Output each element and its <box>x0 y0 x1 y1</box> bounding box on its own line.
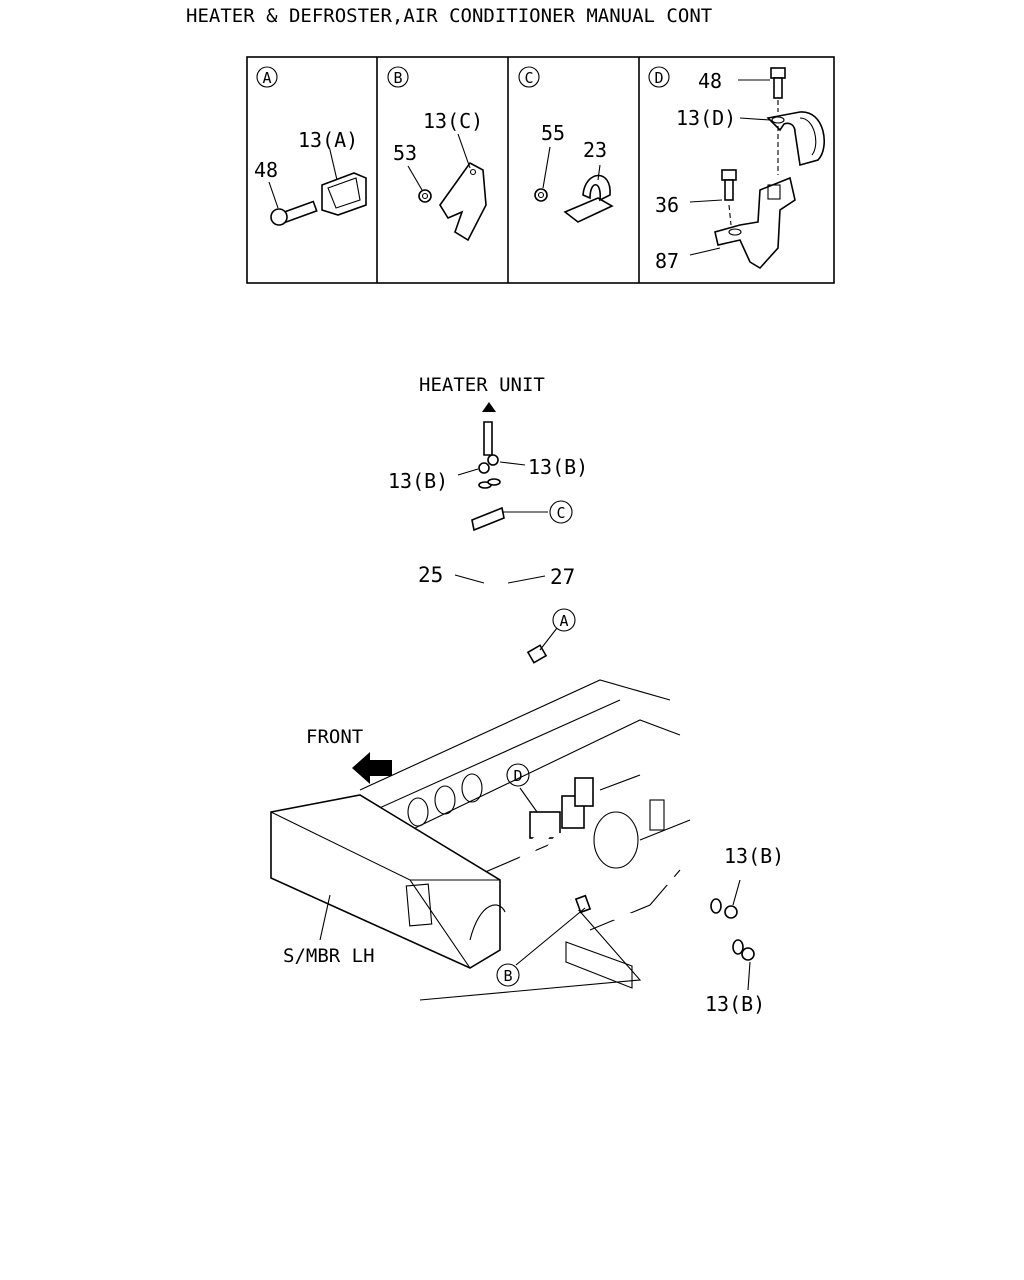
label-13a: 13(A) <box>298 128 358 152</box>
detail-panel-c: C 55 23 <box>518 66 614 223</box>
page-title: HEATER & DEFROSTER,AIR CONDITIONER MANUA… <box>186 5 712 27</box>
label-48-a: 48 <box>254 158 278 182</box>
front-arrow-icon <box>352 752 392 784</box>
panel-a-letter: A <box>262 69 271 87</box>
front-label: FRONT <box>306 726 363 748</box>
callout-13b-upper-right: 13(B) <box>528 455 588 479</box>
label-87: 87 <box>655 249 679 273</box>
heater-unit-arrow-head <box>482 402 496 412</box>
label-48-d: 48 <box>698 69 722 93</box>
panel-c-letter: C <box>524 69 533 87</box>
side-member-label: S/MBR LH <box>283 945 375 967</box>
label-13c: 13(C) <box>423 109 483 133</box>
label-55: 55 <box>541 121 565 145</box>
callout-13b-lower-right-2: 13(B) <box>705 992 765 1016</box>
callout-13b-lower-right-1: 13(B) <box>724 844 784 868</box>
detail-panels: A 13(A) 48 B 13(C) 53 <box>246 56 835 284</box>
ref-c: C <box>556 504 565 522</box>
callout-27: 27 <box>550 565 575 589</box>
detail-panel-d: D 48 13(D) 36 87 <box>648 66 826 273</box>
hose-pair: C 25 27 A <box>418 477 606 795</box>
side-member-leader <box>319 894 331 941</box>
detail-panel-b: B 13(C) 53 <box>387 66 487 242</box>
label-13d: 13(D) <box>676 106 736 130</box>
lower-hoses: 13(B) 13(B) B <box>496 830 784 1016</box>
label-23: 23 <box>583 138 607 162</box>
detail-panel-a: A 13(A) 48 <box>254 66 367 226</box>
heater-unit-label: HEATER UNIT <box>419 374 545 396</box>
detail-frame <box>246 56 835 284</box>
callout-13b-upper-left: 13(B) <box>388 469 448 493</box>
ref-b: B <box>503 967 512 985</box>
main-diagram: HEATER UNIT 13(B) 13(B) C 25 <box>270 374 784 1016</box>
callout-25: 25 <box>418 563 443 587</box>
label-53: 53 <box>393 141 417 165</box>
ref-d: D <box>513 767 522 785</box>
label-36: 36 <box>655 193 679 217</box>
top-clamps: 13(B) 13(B) <box>388 454 588 493</box>
frame-structure <box>270 679 691 1001</box>
panel-d-letter: D <box>654 69 663 87</box>
panel-b-letter: B <box>393 69 402 87</box>
heater-unit-arrow <box>483 421 493 456</box>
ref-a: A <box>559 612 568 630</box>
